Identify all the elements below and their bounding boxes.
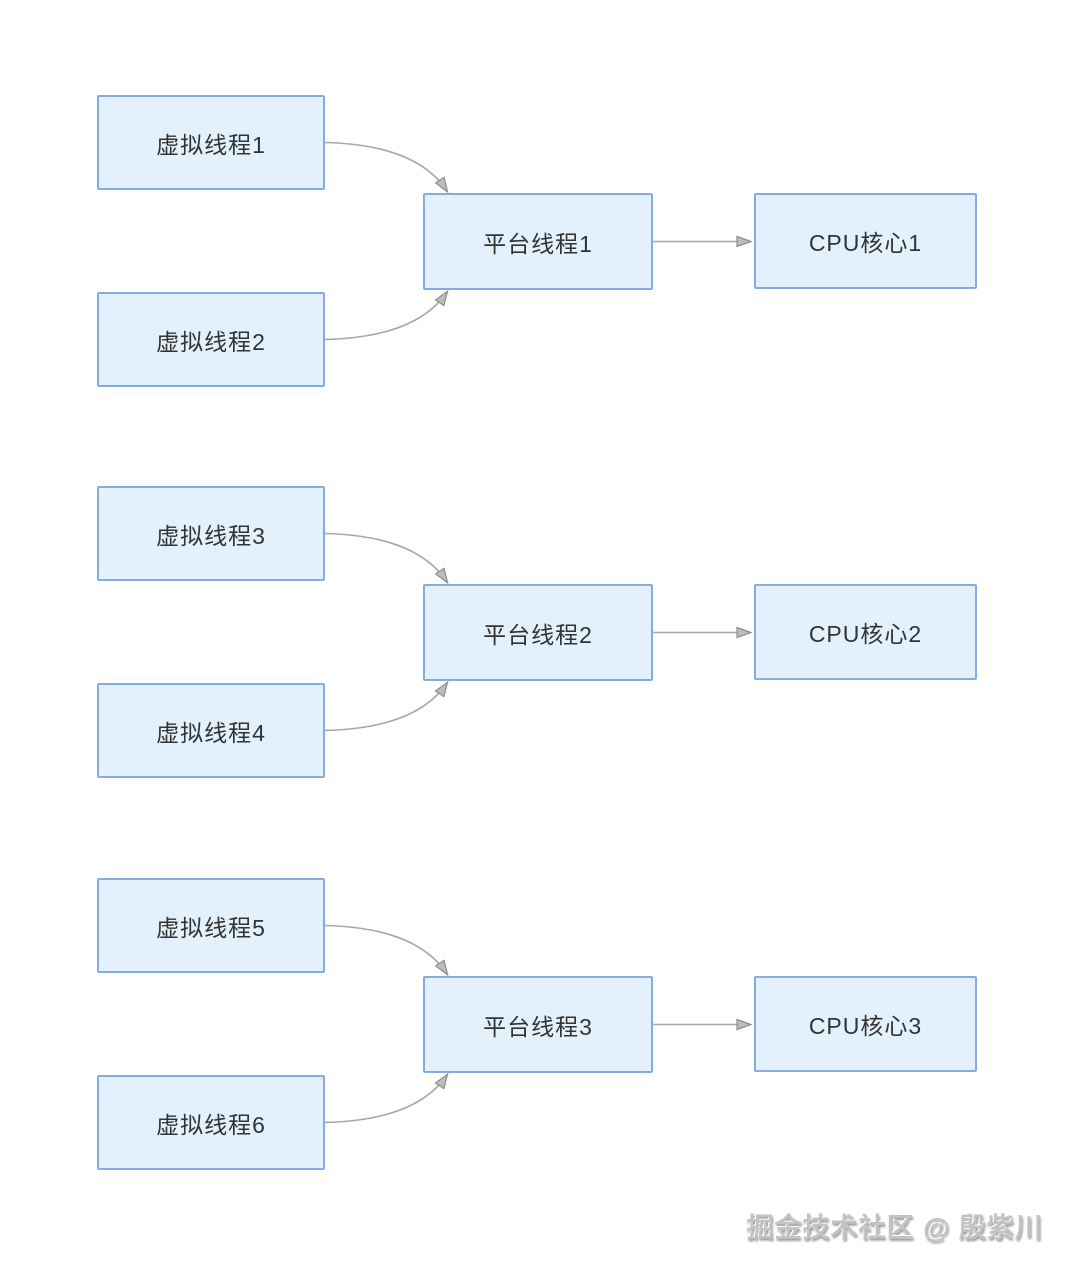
node-label: 虚拟线程4 — [156, 719, 266, 746]
node-label: 平台线程2 — [483, 621, 593, 648]
node-label: 平台线程3 — [483, 1013, 593, 1040]
node-cpu-core-2: CPU核心2 — [754, 584, 977, 680]
node-label: CPU核心1 — [808, 230, 923, 256]
node-cpu-core-1: CPU核心1 — [754, 193, 977, 289]
node-virtual-thread-6: 虚拟线程6 — [97, 1075, 325, 1170]
node-label: 虚拟线程5 — [156, 914, 266, 941]
connector-group-3 — [324, 924, 753, 1124]
watermark-text: 掘金技术社区 @ 殷紫川 — [746, 1213, 1043, 1243]
arrow-virtual-thread-2-to-platform-thread-1 — [324, 289, 449, 341]
node-platform-thread-3: 平台线程3 — [423, 976, 653, 1073]
node-label: CPU核心2 — [808, 621, 923, 647]
node-virtual-thread-4: 虚拟线程4 — [97, 683, 325, 778]
arrow-virtual-thread-4-to-platform-thread-2 — [324, 680, 449, 732]
node-label: 虚拟线程3 — [156, 522, 266, 549]
node-virtual-thread-2: 虚拟线程2 — [97, 292, 325, 387]
node-label: CPU核心3 — [808, 1013, 923, 1039]
connector-group-2 — [324, 532, 753, 732]
node-label: 平台线程1 — [483, 230, 593, 257]
node-label: 虚拟线程1 — [156, 131, 266, 158]
node-platform-thread-2: 平台线程2 — [423, 584, 653, 681]
node-label: 虚拟线程2 — [156, 328, 266, 355]
node-platform-thread-1: 平台线程1 — [423, 193, 653, 290]
arrow-virtual-thread-1-to-platform-thread-1 — [324, 141, 449, 194]
node-virtual-thread-5: 虚拟线程5 — [97, 878, 325, 973]
node-cpu-core-3: CPU核心3 — [754, 976, 977, 1072]
arrow-virtual-thread-5-to-platform-thread-3 — [324, 924, 449, 977]
node-label: 虚拟线程6 — [156, 1111, 266, 1138]
arrow-virtual-thread-6-to-platform-thread-3 — [324, 1072, 449, 1124]
connector-group-1 — [324, 141, 753, 341]
node-virtual-thread-1: 虚拟线程1 — [97, 95, 325, 190]
node-virtual-thread-3: 虚拟线程3 — [97, 486, 325, 581]
arrow-virtual-thread-3-to-platform-thread-2 — [324, 532, 449, 585]
